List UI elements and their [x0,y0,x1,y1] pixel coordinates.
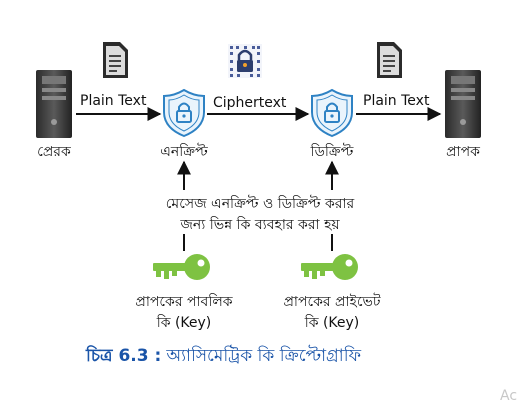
plaintext-document-icon-right [377,42,402,78]
node-label-encrypt: এনক্রিপ্ট [160,144,208,160]
edge-label-plain-text-right: Plain Text [363,93,430,109]
public-key-icon [153,254,210,280]
node-label-sender: প্রেরক [37,144,71,160]
edge-label-plain-text-left: Plain Text [80,93,147,109]
figure-caption-title: অ্যাসিমেট্রিক কি ক্রিপ্টোগ্রাফি [166,346,361,366]
node-label-receiver: প্রাপক [446,144,480,160]
receiver-computer-icon [445,70,481,138]
node-label-decrypt: ডিক্রিপ্ট [310,144,354,160]
private-key-icon [301,254,358,280]
public-key-label-line-1: প্রাপকের পাবলিক [135,294,233,310]
private-key-label-line-1: প্রাপকের প্রাইভেট [283,294,381,310]
binary-padlock-icon [228,44,262,78]
encrypt-shield-icon [163,88,205,138]
private-key-label-line-2: কি (Key) [304,315,360,331]
note-line-1: মেসেজ এনক্রিপ্ট ও ডিক্রিপ্ট করার [165,196,355,212]
figure-caption: চিত্র 6.3 : অ্যাসিমেট্রিক কি ক্রিপ্টোগ্র… [86,343,361,371]
public-key-label-line-2: কি (Key) [156,315,212,331]
plaintext-document-icon-left [103,42,128,78]
note-line-2: জন্য ভিন্ন কি ব্যবহার করা হয় [180,217,340,233]
figure-caption-number: চিত্র 6.3 : [86,346,162,366]
watermark-text: Ac [500,388,518,404]
edge-label-ciphertext: Ciphertext [213,95,287,111]
sender-computer-icon [36,70,72,138]
decrypt-shield-icon [311,88,353,138]
